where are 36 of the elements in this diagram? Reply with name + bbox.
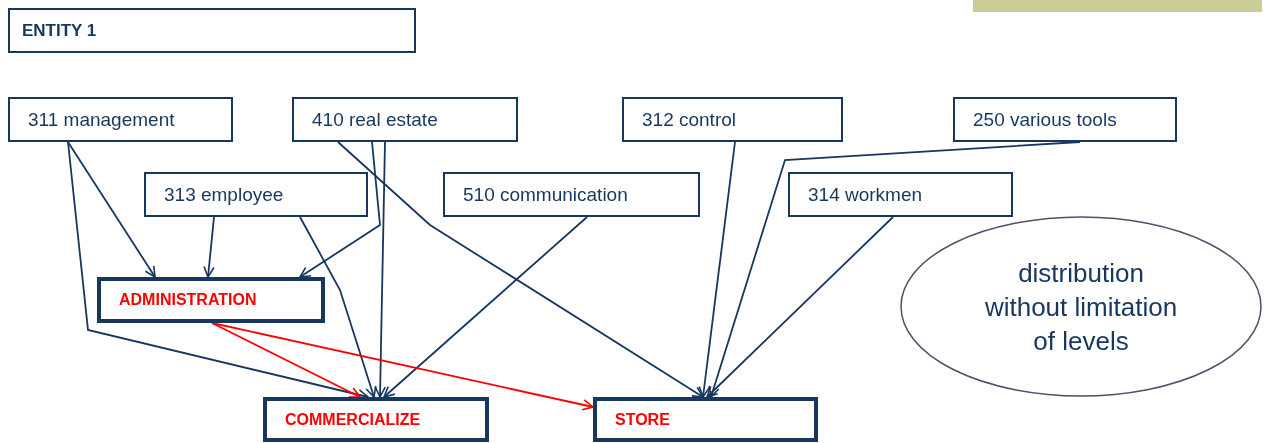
- process-box: [443, 172, 700, 217]
- process-box: [144, 172, 368, 217]
- arrow: [203, 216, 215, 278]
- box-label: ENTITY 1: [21, 20, 97, 41]
- box-label: ADMINISTRATION: [118, 291, 257, 309]
- process-box: [593, 397, 818, 442]
- arrow: [211, 322, 594, 411]
- box-label: STORE: [614, 410, 670, 429]
- arrow: [299, 216, 377, 398]
- arrow: [337, 141, 704, 398]
- arrow: [708, 141, 1081, 398]
- process-box: [953, 97, 1177, 142]
- arrow: [374, 141, 386, 398]
- process-box: [263, 397, 489, 442]
- process-box: [8, 97, 233, 142]
- title-box: [8, 8, 416, 53]
- process-box: [292, 97, 518, 142]
- process-box: [622, 97, 843, 142]
- box-label: 314 workmen: [807, 183, 923, 206]
- arrow: [706, 216, 894, 398]
- arrow: [67, 141, 156, 278]
- arrow: [698, 141, 736, 398]
- arrow: [299, 141, 381, 278]
- box-label: 250 various tools: [972, 108, 1117, 131]
- arrow: [211, 322, 361, 398]
- box-label: 311 management: [27, 108, 175, 131]
- box-label: 313 employee: [163, 183, 284, 206]
- box-label: COMMERCIALIZE: [284, 410, 421, 429]
- arrow: [383, 216, 588, 398]
- box-label: 510 communication: [462, 183, 628, 206]
- process-box: [788, 172, 1013, 217]
- box-label: distribution without limitation of levels: [983, 256, 1179, 358]
- process-box: [97, 277, 325, 323]
- box-label: 312 control: [641, 108, 736, 131]
- box-label: 410 real estate: [311, 108, 438, 131]
- ellipse-node: [900, 216, 1262, 397]
